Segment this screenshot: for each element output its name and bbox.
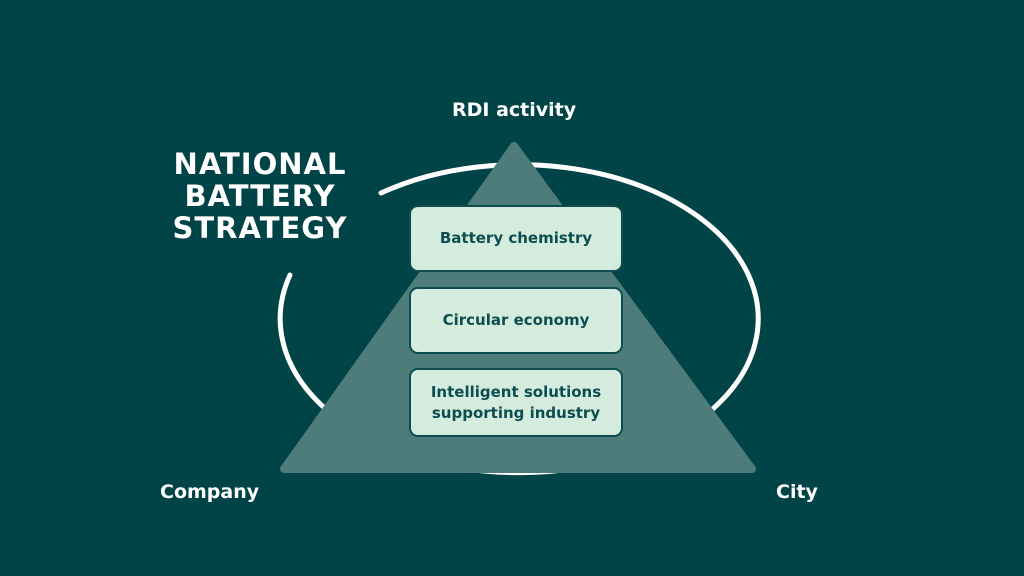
layer-label-line-1: Intelligent solutions [430,382,602,401]
layer-box-battery-chemistry: Battery chemistry [409,205,623,272]
strategy-title-line-3: STRATEGY [172,211,348,245]
layer-box-circular-economy: Circular economy [409,287,623,354]
strategy-title-line-2: BATTERY [184,179,336,213]
vertex-label-city: City [776,481,818,503]
layer-label: Battery chemistry [439,229,593,247]
layer-label-line-2: supporting industry [431,403,601,422]
strategy-title: NATIONAL BATTERY STRATEGY [150,148,370,244]
layer-box-intelligent-solutions: Intelligent solutions supporting industr… [409,368,623,437]
layer-label: Circular economy [442,311,590,329]
vertex-label-company: Company [160,481,260,503]
vertex-label-rdi-activity: RDI activity [452,99,577,121]
strategy-title-line-1: NATIONAL [173,147,347,181]
